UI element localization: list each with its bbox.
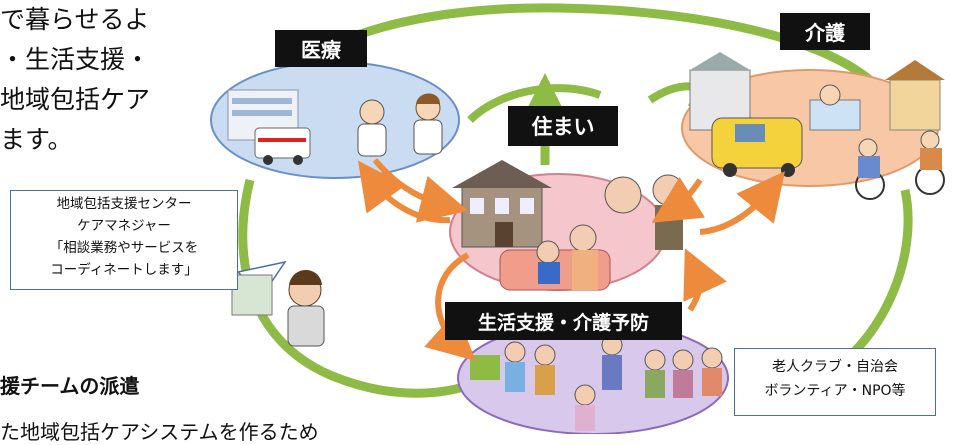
callout-club-line-2: ボランティア・NPO等: [764, 383, 906, 399]
intro-line-3: 地域包括ケア: [0, 85, 151, 114]
sumai-ellipse: [449, 160, 684, 291]
label-iryo: 医療: [275, 30, 367, 67]
label-seikatsu: 生活支援・介護予防: [445, 302, 682, 340]
green-arc-top: [467, 84, 602, 123]
callout-club-volunteer: 老人クラブ・自治会 ボランティア・NPO等: [734, 348, 936, 416]
care-manager-figure: [231, 260, 325, 347]
callout-support-center: 地域包括支援センター ケアマネジャー 「相談業務やサービスを コーディネートしま…: [10, 190, 238, 290]
intro-line-1: で暮らせるよ: [0, 5, 150, 34]
intro-line-4: ます。: [0, 125, 73, 154]
section-heading: 援チームの派遣: [0, 374, 140, 398]
seikatsu-ellipse: [457, 321, 729, 434]
iryo-ellipse: [210, 61, 460, 179]
kaigo-ellipse: [681, 52, 945, 200]
callout-center-line-4: コーディネートします」: [50, 262, 198, 278]
section-text: た地域包括ケアシステムを作るため: [0, 420, 319, 444]
label-sumai: 住まい: [508, 106, 618, 146]
intro-line-2: ・生活支援・: [0, 45, 151, 74]
callout-center-line-1: 地域包括支援センター: [56, 196, 192, 212]
label-kaigo: 介護: [780, 13, 870, 50]
callout-club-line-1: 老人クラブ・自治会: [772, 359, 898, 375]
callout-center-line-3: 「相談業務やサービスを: [49, 240, 199, 256]
callout-center-line-2: ケアマネジャー: [77, 218, 171, 234]
